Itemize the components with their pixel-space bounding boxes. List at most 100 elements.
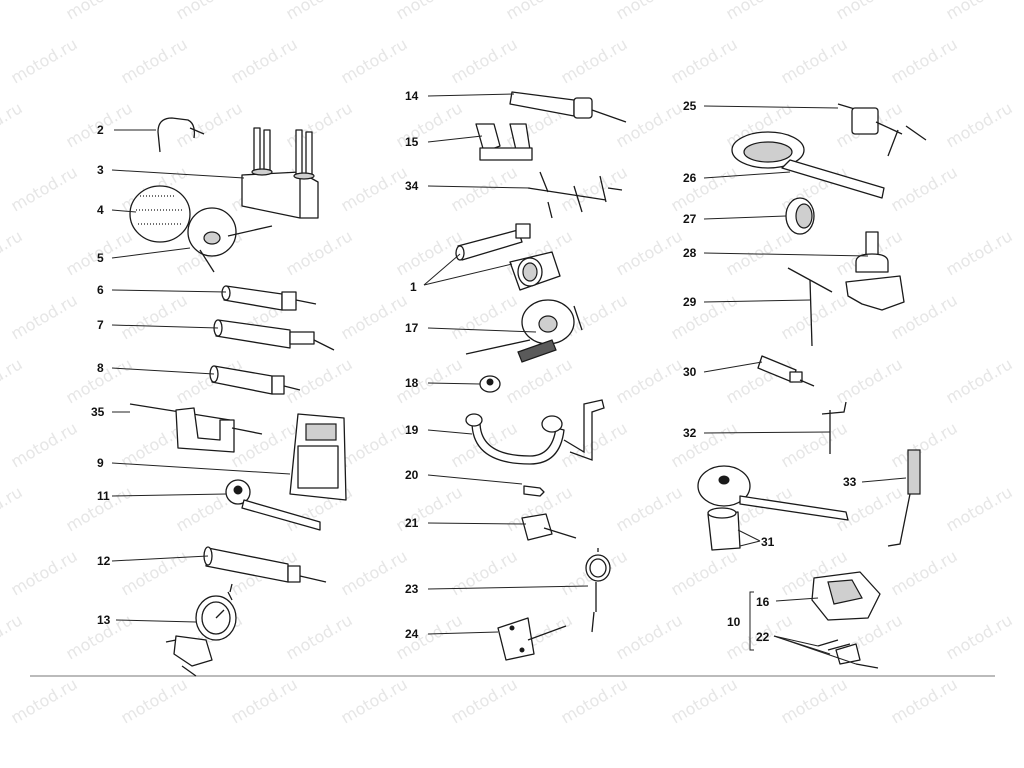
watermark-text: motod.ru	[0, 610, 26, 663]
watermark-text: motod.ru	[888, 162, 961, 215]
watermark-text: motod.ru	[118, 546, 191, 599]
callout-29: 29	[683, 295, 697, 309]
watermark-text: motod.ru	[943, 0, 1016, 23]
watermark-text: motod.ru	[448, 34, 521, 87]
watermark-text: motod.ru	[8, 162, 81, 215]
watermark-text: motod.ru	[558, 418, 631, 471]
watermark-text: motod.ru	[943, 610, 1016, 663]
watermark-text: motod.ru	[118, 290, 191, 343]
tool-23-dial-indicator	[585, 548, 611, 633]
watermark-text: motod.ru	[173, 98, 246, 151]
watermark-text: motod.ru	[888, 34, 961, 87]
callout-21: 21	[405, 516, 419, 530]
watermark-text: motod.ru	[8, 418, 81, 471]
watermark-text: motod.ru	[448, 546, 521, 599]
tool-28-support-block	[845, 231, 905, 311]
watermark-text: motod.ru	[393, 610, 466, 663]
watermark-text: motod.ru	[283, 0, 356, 23]
watermark-text: motod.ru	[448, 290, 521, 343]
watermark-text: motod.ru	[338, 290, 411, 343]
watermark-text: motod.ru	[778, 34, 851, 87]
watermark-text: motod.ru	[833, 482, 906, 535]
tool-2-hook	[157, 117, 205, 153]
callout-17: 17	[405, 321, 419, 335]
watermark-text: motod.ru	[778, 418, 851, 471]
watermark-text: motod.ru	[393, 482, 466, 535]
watermark-text: motod.ru	[8, 290, 81, 343]
watermark-text: motod.ru	[338, 418, 411, 471]
leader-lines	[111, 93, 907, 665]
callout-34: 34	[405, 179, 419, 193]
tool-4-degree-disc	[129, 185, 191, 243]
tool-5-degree-wheel	[187, 207, 273, 273]
callout-8: 8	[97, 361, 104, 375]
callout-16: 16	[756, 595, 770, 609]
watermark-text: motod.ru	[613, 98, 686, 151]
watermark-text: motod.ru	[888, 674, 961, 727]
callout-25: 25	[683, 99, 697, 113]
watermark-text: motod.ru	[778, 674, 851, 727]
watermark-text: motod.ru	[668, 546, 741, 599]
callout-9: 9	[97, 456, 104, 470]
callout-32: 32	[683, 426, 697, 440]
watermark-text: motod.ru	[668, 162, 741, 215]
watermark-text: motod.ru	[8, 34, 81, 87]
watermark-text: motod.ru	[338, 34, 411, 87]
watermark-text: motod.ru	[283, 98, 356, 151]
watermark-text: motod.ru	[393, 226, 466, 279]
tool-24-fixture	[497, 617, 567, 661]
callout-26: 26	[683, 171, 697, 185]
watermark-text: motod.ru	[0, 482, 26, 535]
watermark-text: motod.ru	[173, 0, 246, 23]
tool-30-knurled-bolt	[757, 355, 815, 387]
callout-30: 30	[683, 365, 697, 379]
watermark-text: motod.ru	[228, 418, 301, 471]
watermark-text: motod.ru	[668, 674, 741, 727]
watermark-text: motod.ru	[283, 610, 356, 663]
callout-28: 28	[683, 246, 697, 260]
watermark-text: motod.ru	[118, 34, 191, 87]
callout-13: 13	[97, 613, 111, 627]
callout-1: 1	[410, 280, 417, 294]
watermark-text: motod.ru	[283, 354, 356, 407]
watermark-text: motod.ru	[943, 482, 1016, 535]
tool-18-nut	[479, 375, 501, 393]
tool-13-dial-gauge	[165, 583, 237, 677]
callout-12: 12	[97, 554, 111, 568]
watermark-text: motod.ru	[393, 354, 466, 407]
watermark-text: motod.ru	[778, 290, 851, 343]
watermark-text: motod.ru	[943, 354, 1016, 407]
tool-34-extractor	[527, 171, 623, 219]
tool-7-shaft-tool	[213, 319, 335, 351]
callout-11: 11	[97, 489, 110, 503]
watermark-text: motod.ru	[338, 162, 411, 215]
callout-15: 15	[405, 135, 419, 149]
tool-3-bracket	[241, 127, 319, 219]
tool-8-driver	[209, 365, 301, 395]
watermark-text: motod.ru	[613, 610, 686, 663]
watermark-text: motod.ru	[833, 354, 906, 407]
watermark-text: motod.ru	[613, 482, 686, 535]
tool-25-t-handle	[837, 103, 927, 157]
watermark-text: motod.ru	[393, 0, 466, 23]
watermark-text: motod.ru	[283, 226, 356, 279]
tool-19-u-clamp	[465, 399, 605, 465]
watermark-text: motod.ru	[0, 226, 26, 279]
tool-26-ring-spanner	[731, 131, 885, 199]
tool-1-driver-and-bush	[455, 223, 561, 291]
callout-20: 20	[405, 468, 419, 482]
watermark-text: motod.ru	[0, 98, 26, 151]
callout-22: 22	[756, 630, 770, 644]
callout-5: 5	[97, 251, 104, 265]
callout-labels: 2 3 4 5 6 7 8 35 9 11 12 13 14 15 34 1 1…	[91, 89, 857, 644]
tool-29-t-bar	[787, 267, 833, 347]
watermark-text: motod.ru	[558, 674, 631, 727]
callout-19: 19	[405, 423, 419, 437]
callout-2: 2	[97, 123, 104, 137]
callout-24: 24	[405, 627, 419, 641]
callout-27: 27	[683, 212, 697, 226]
watermark-text: motod.ru	[118, 674, 191, 727]
callout-18: 18	[405, 376, 419, 390]
callout-31: 31	[761, 535, 775, 549]
